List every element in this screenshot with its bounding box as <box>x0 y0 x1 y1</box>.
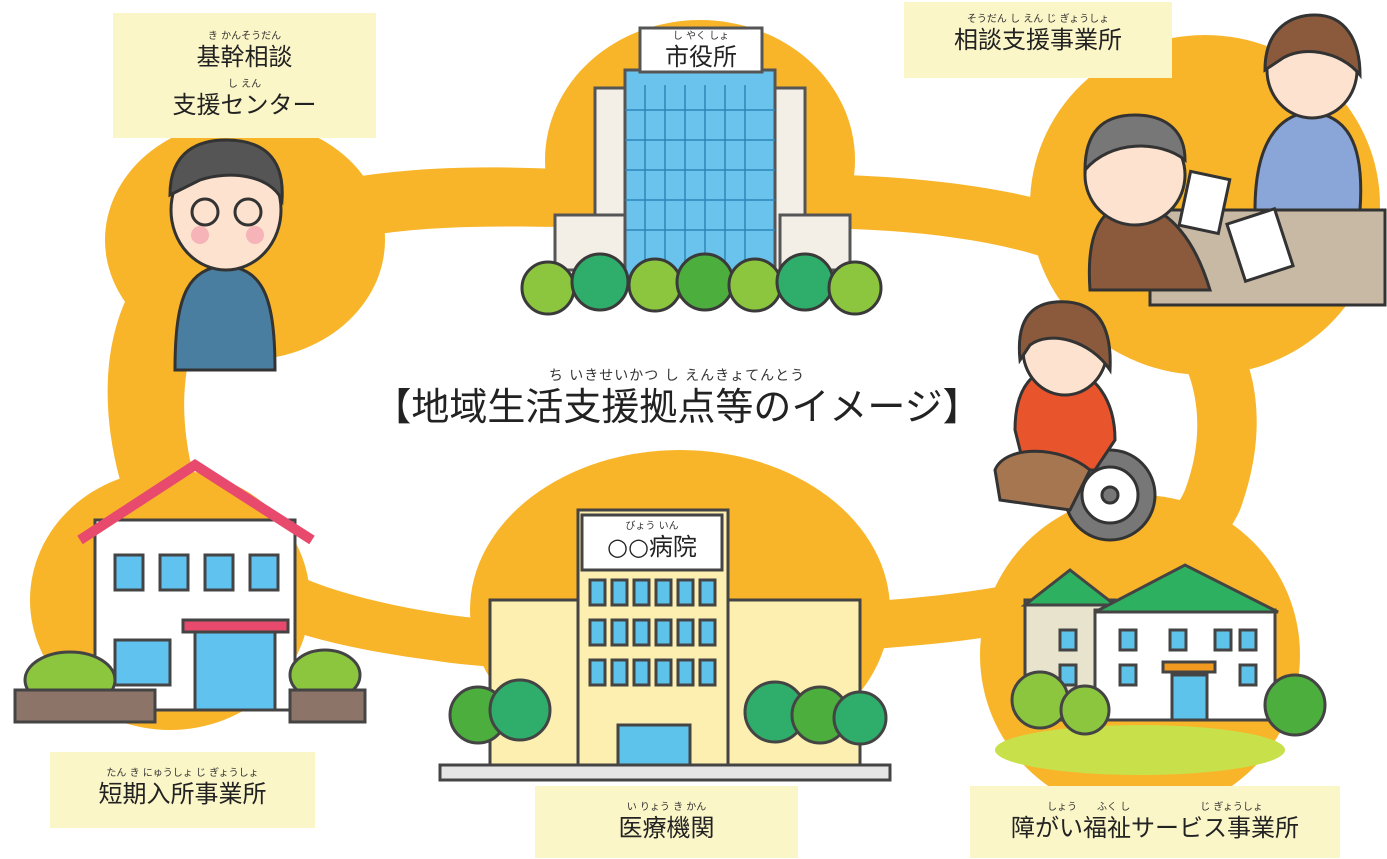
label-kikan-ruby2: し えん <box>227 79 262 90</box>
title-text: 【地域生活支援拠点等のイメージ】 <box>373 385 981 429</box>
label-kikan-soudan: き かんそうだん 基幹相談 し えん 支援センター <box>113 13 376 138</box>
label-shougai-text: 障がい福祉サービス事業所 <box>1011 814 1299 842</box>
label-shougai-ruby: しょう ふく し じ ぎょうしょ <box>1047 802 1263 813</box>
label-iryou-text: 医療機関 <box>618 814 715 842</box>
city-hall-trees <box>520 252 883 316</box>
city-hall-building <box>553 26 852 280</box>
counseling-office-scene <box>1083 13 1387 307</box>
counselor-man <box>168 138 284 372</box>
label-soudan-ruby: そうだん し えん じ ぎょうしょ <box>966 14 1110 25</box>
label-tanki-ruby: たん き にゅうしょ じ ぎょうしょ <box>106 768 259 779</box>
wheelchair-user <box>993 300 1157 542</box>
label-kikan-line2: 支援センター <box>172 91 317 119</box>
short-stay-house <box>13 459 367 724</box>
label-byouin-ruby: びょう いん <box>625 521 679 532</box>
label-shiyakusho: し やく しょ 市役所 <box>640 28 762 72</box>
label-byouin-sign: びょう いん ○○病院 <box>582 515 722 570</box>
hospital-building <box>438 508 892 782</box>
label-tanki-nyusho: たん き にゅうしょ じ ぎょうしょ 短期入所事業所 <box>50 752 315 828</box>
diagram-title: ち いきせいかつ し えんきょてんとう 【地域生活支援拠点等のイメージ】 <box>352 368 1002 430</box>
label-kikan-ruby1: き かんそうだん <box>207 31 282 42</box>
label-soudan-shien: そうだん し えん じ ぎょうしょ 相談支援事業所 <box>904 2 1172 78</box>
label-soudan-text: 相談支援事業所 <box>954 26 1122 54</box>
label-shiyakusho-text: 市役所 <box>665 43 737 71</box>
label-kikan-line1: 基幹相談 <box>196 43 293 71</box>
label-byouin-text: ○○病院 <box>607 533 697 561</box>
label-iryou-ruby: い りょう き かん <box>626 802 707 813</box>
title-ruby: ち いきせいかつ し えんきょてんとう <box>548 368 806 384</box>
welfare-office-building <box>995 563 1327 775</box>
label-iryou-kikan: い りょう き かん 医療機関 <box>535 786 798 858</box>
label-shiyakusho-ruby: し やく しょ <box>672 31 730 42</box>
label-tanki-text: 短期入所事業所 <box>98 780 267 808</box>
label-shougai-fukushi: しょう ふく し じ ぎょうしょ 障がい福祉サービス事業所 <box>970 786 1340 858</box>
